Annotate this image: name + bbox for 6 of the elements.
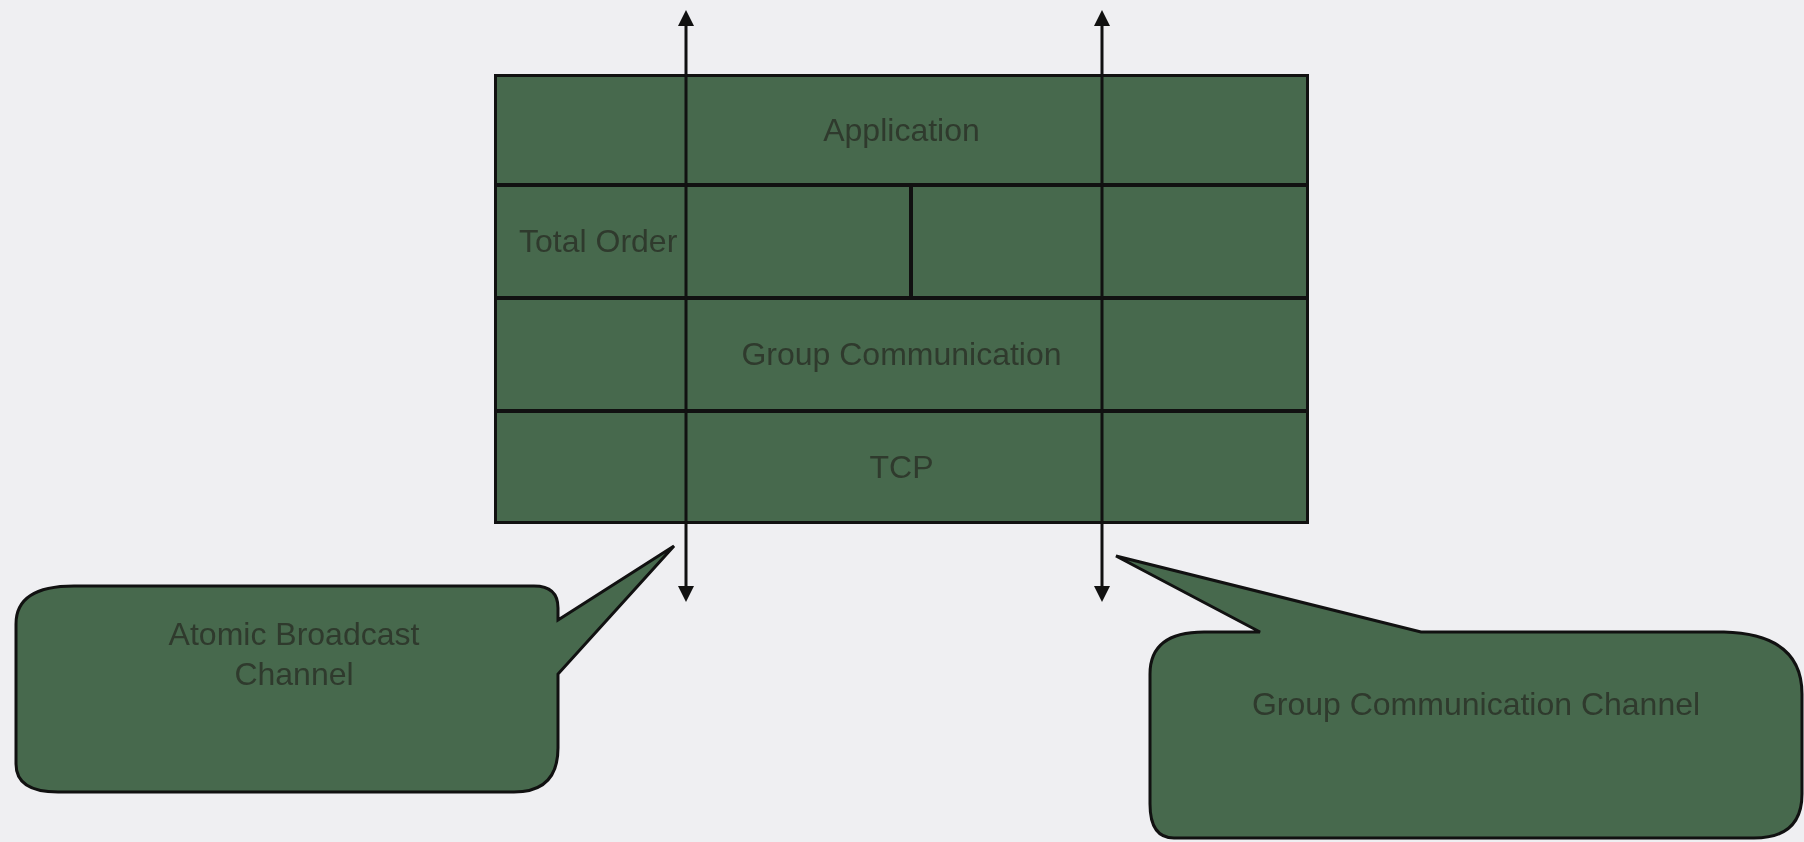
layer-box [494, 410, 1309, 524]
speech-bubble [14, 544, 676, 796]
layer-box [494, 74, 1309, 186]
speech-bubble [1114, 554, 1804, 842]
layer-box [494, 297, 1309, 412]
layer-box [494, 184, 912, 299]
